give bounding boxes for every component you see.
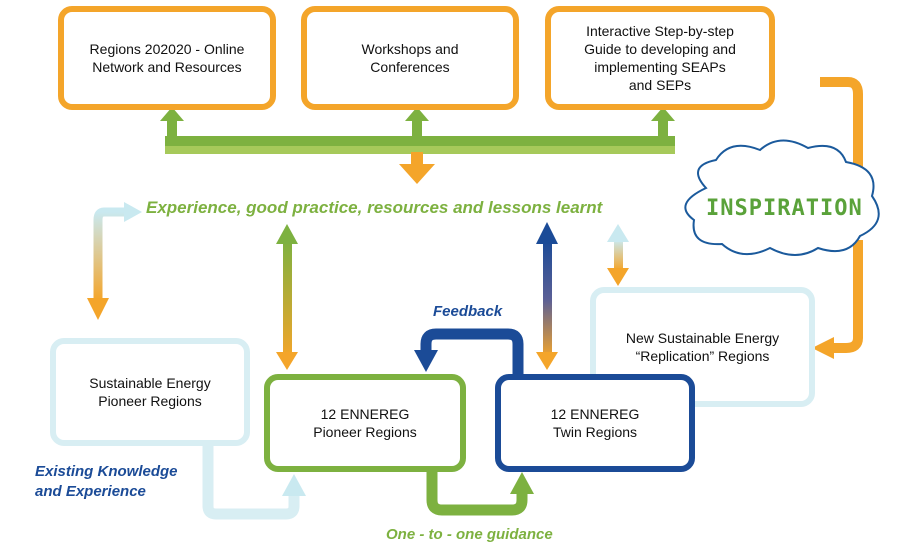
feedback-label: Feedback [433,303,503,320]
inspiration-cloud [684,139,880,256]
workshops-box: Workshops and Conferences [301,6,519,110]
sustainable-pioneer-box: Sustainable Energy Pioneer Regions [50,338,250,446]
ennereg-twin-box: 12 ENNEREG Twin Regions [495,374,695,472]
replication-box: New Sustainable Energy “Replication” Reg… [590,287,815,407]
distribution-bar [160,107,675,184]
one-to-one-label: One - to - one guidance [386,526,553,543]
left-loop-connector [87,202,142,320]
pioneer-double-arrow [276,224,298,370]
ennereg-pioneer-box: 12 ENNEREG Pioneer Regions [264,374,466,472]
replication-double-arrow [607,224,629,286]
existing-knowledge-label: Existing Knowledge and Experience [35,463,178,500]
inspiration-connector [812,77,863,359]
step-guide-box: Interactive Step-by-step Guide to develo… [545,6,775,110]
experience-label: Experience, good practice, resources and… [146,198,603,217]
inspiration-label: INSPIRATION [706,196,863,221]
feedback-connector [414,328,524,374]
twin-double-arrow [536,222,558,370]
knowledge-connector [202,444,306,520]
guidance-connector [426,470,534,516]
online-network-box: Regions 202020 - Online Network and Reso… [58,6,276,110]
